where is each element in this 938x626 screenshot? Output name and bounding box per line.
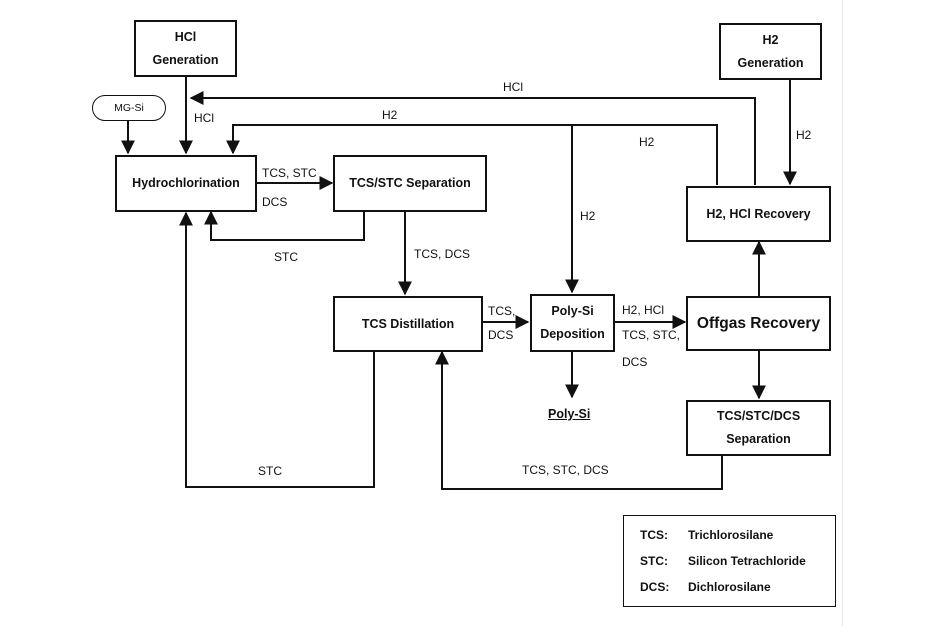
legend-full-stc: Silicon Tetrachloride: [688, 554, 806, 568]
legend-row-stc: STC: Silicon Tetrachloride: [640, 554, 806, 568]
label-hcl-top: HCl: [503, 80, 523, 94]
label-h2-mid: H2: [382, 108, 398, 122]
hydrochlorination-label: Hydrochlorination: [132, 176, 240, 190]
label-hcl-down: HCl: [194, 111, 214, 125]
poly-si-deposition-line2: Deposition: [540, 327, 605, 341]
tcs-stc-separation-label: TCS/STC Separation: [349, 176, 471, 190]
h2-generation-line1: H2: [762, 32, 779, 47]
hcl-generation-line2: Generation: [152, 52, 219, 67]
label-tcs-stc-2: TCS, STC,: [622, 328, 681, 342]
arrow-hcl-recycle: [189, 91, 756, 185]
h2-generation-line2: Generation: [737, 55, 804, 70]
legend-abbr-stc: STC:: [640, 554, 668, 568]
label-stc-bottom: STC: [258, 464, 282, 478]
tcs-distillation-label: TCS Distillation: [361, 316, 455, 331]
tcs-distillation-box: TCS Distillation: [333, 296, 483, 352]
poly-si-deposition-box: Poly-Si Deposition: [530, 294, 615, 352]
abbreviation-legend: TCS: Trichlorosilane STC: Silicon Tetrachl…: [623, 515, 836, 607]
label-h2-hcl: H2, HCl: [622, 303, 665, 317]
label-tcs-stc: TCS, STC: [262, 166, 317, 180]
label-stc-return-upper: STC: [274, 250, 298, 264]
legend-abbr-tcs: TCS:: [640, 528, 668, 542]
poly-si-product: Poly-Si: [548, 407, 591, 421]
offgas-recovery-label: Offgas Recovery: [696, 315, 821, 332]
label-tcs-stc-dcs: TCS, STC, DCS: [522, 463, 609, 477]
tcs-stc-dcs-separation-line2: Separation: [726, 432, 791, 446]
poly-si-deposition-line1: Poly-Si: [551, 304, 594, 318]
tcs-stc-separation-box: TCS/STC Separation: [333, 155, 487, 212]
right-edge-rule: [842, 0, 843, 626]
tcs-stc-dcs-separation-box: TCS/STC/DCS Separation: [686, 400, 831, 456]
arrow-stc-return-upper: [204, 210, 365, 241]
label-h2-down-deposition: H2: [580, 209, 596, 223]
legend-row-dcs: DCS: Dichlorosilane: [640, 580, 771, 594]
label-h2-gen-down: H2: [796, 128, 812, 142]
label-dcs-right: DCS: [622, 355, 648, 369]
legend-full-dcs: Dichlorosilane: [688, 580, 771, 594]
label-tcs-dcs: TCS, DCS: [414, 247, 471, 261]
arrow-h2-recycle: [226, 124, 718, 185]
hydrochlorination-box: Hydrochlorination: [115, 155, 257, 212]
offgas-recovery-box: Offgas Recovery: [686, 296, 831, 351]
legend-abbr-dcs: DCS:: [640, 580, 670, 594]
mg-si-input: MG-Si: [92, 95, 166, 121]
legend-full-tcs: Trichlorosilane: [688, 528, 774, 542]
h2-generation-box: H2 Generation: [719, 23, 822, 80]
tcs-stc-dcs-separation-line1: TCS/STC/DCS: [716, 409, 801, 423]
arrow-tcs-stc-dcs-return: [435, 350, 723, 490]
legend-row-tcs: TCS: Trichlorosilane: [640, 528, 773, 542]
label-h2-right: H2: [639, 135, 655, 149]
h2-hcl-recovery-label: H2, HCl Recovery: [706, 206, 811, 221]
label-dcs-left: DCS: [262, 195, 288, 209]
h2-hcl-recovery-box: H2, HCl Recovery: [686, 186, 831, 242]
label-tcs-comma: TCS,: [488, 304, 516, 318]
label-dcs-mid: DCS: [488, 328, 514, 342]
hcl-generation-box: HCl Generation: [134, 20, 237, 77]
mg-si-label: MG-Si: [114, 102, 144, 114]
hcl-generation-line1: HCl: [174, 29, 197, 44]
arrow-stc-return-bottom: [179, 211, 375, 488]
